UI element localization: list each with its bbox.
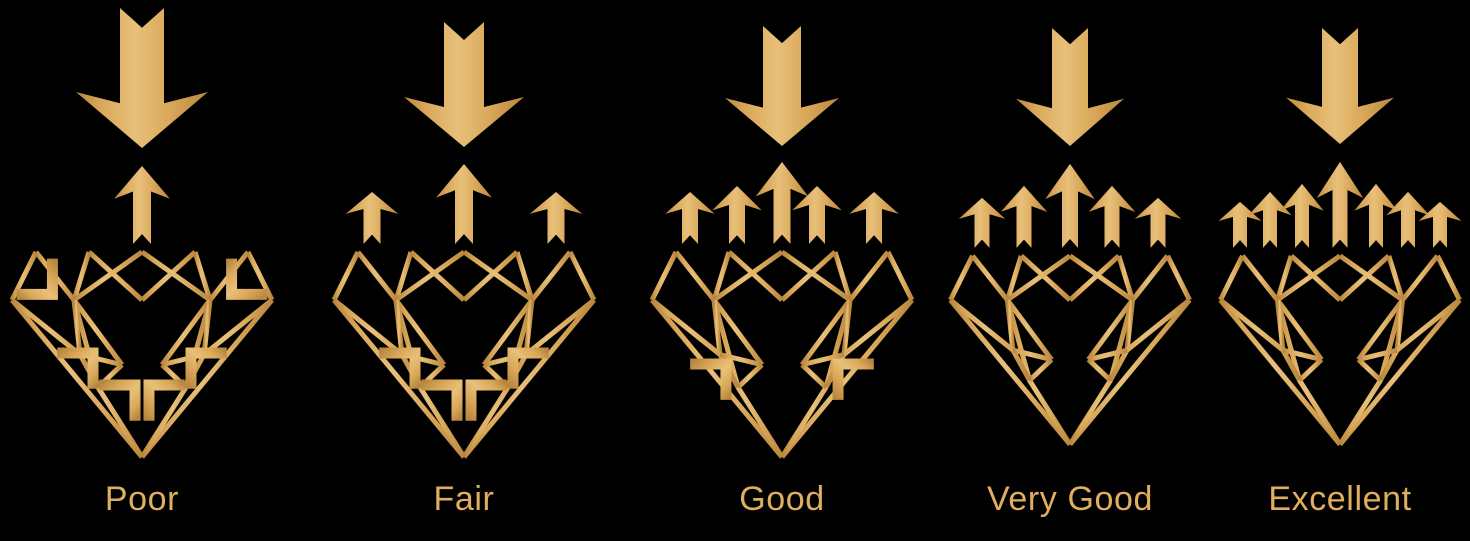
light-return-arrow — [1248, 191, 1292, 248]
light-leak-arrow — [226, 248, 278, 300]
light-return-arrow — [1088, 185, 1136, 248]
diamond-outline — [1218, 253, 1462, 447]
light-return-arrow — [1000, 185, 1048, 248]
light-return-arrow — [529, 192, 583, 244]
light-return-arrow — [1045, 163, 1095, 248]
light-entry-arrow — [76, 8, 208, 148]
light-return-arrow — [1280, 183, 1324, 248]
light-return-arrows — [958, 163, 1182, 248]
cut-grade-label-excellent: Excellent — [1268, 480, 1412, 518]
light-return-arrow — [958, 197, 1006, 248]
bottom-leak-arrows — [370, 347, 558, 430]
light-return-arrow — [114, 166, 170, 244]
cut-grade-verygood: Very Good — [920, 0, 1220, 541]
light-leak-arrow — [90, 379, 141, 430]
light-leak-arrow — [832, 358, 876, 402]
cut-grade-fair: Fair — [314, 0, 614, 541]
cut-grade-good: Good — [632, 0, 932, 541]
light-leak-arrow — [143, 379, 194, 430]
light-return-arrow — [1134, 197, 1182, 248]
diamond-outline — [331, 249, 597, 459]
light-leak-arrow — [688, 358, 732, 402]
side-leak-arrows — [6, 248, 278, 300]
light-return-arrow — [345, 192, 399, 244]
light-return-arrow — [436, 164, 492, 244]
light-return-arrow — [1418, 201, 1462, 248]
light-return-arrow — [665, 192, 715, 244]
bottom-leak-arrows — [48, 347, 236, 430]
light-return-arrows — [114, 166, 170, 244]
bottom-leak-arrows — [688, 358, 876, 402]
cut-grade-label-poor: Poor — [104, 480, 180, 518]
light-leak-arrow — [48, 347, 99, 398]
diamond-outline — [649, 249, 915, 459]
light-leak-arrow — [507, 347, 558, 398]
light-return-arrow — [1386, 191, 1430, 248]
cut-grade-label-verygood: Very Good — [986, 480, 1154, 518]
light-leak-arrow — [370, 347, 421, 398]
light-return-arrow — [755, 162, 809, 244]
light-leak-arrow — [465, 379, 516, 430]
light-leak-arrow — [412, 379, 463, 430]
light-return-arrow — [792, 186, 842, 244]
light-leak-arrow — [185, 347, 236, 398]
cut-grade-label-good: Good — [739, 480, 825, 518]
cut-grade-excellent: Excellent — [1190, 0, 1470, 541]
light-return-arrows — [665, 162, 899, 244]
light-return-arrow — [1354, 183, 1398, 248]
diamond-outline — [948, 253, 1192, 447]
light-return-arrow — [712, 186, 762, 244]
light-return-arrows — [1218, 161, 1462, 248]
light-return-arrow — [849, 192, 899, 244]
light-entry-arrow — [1286, 28, 1394, 144]
light-return-arrow — [1316, 161, 1364, 248]
cut-grade-poor: Poor — [0, 0, 292, 541]
light-entry-arrow — [725, 26, 839, 146]
light-return-arrows — [345, 164, 583, 244]
light-entry-arrow — [404, 22, 524, 147]
light-leak-arrow — [6, 248, 58, 300]
cut-grade-label-fair: Fair — [433, 480, 495, 518]
light-entry-arrow — [1016, 28, 1124, 146]
